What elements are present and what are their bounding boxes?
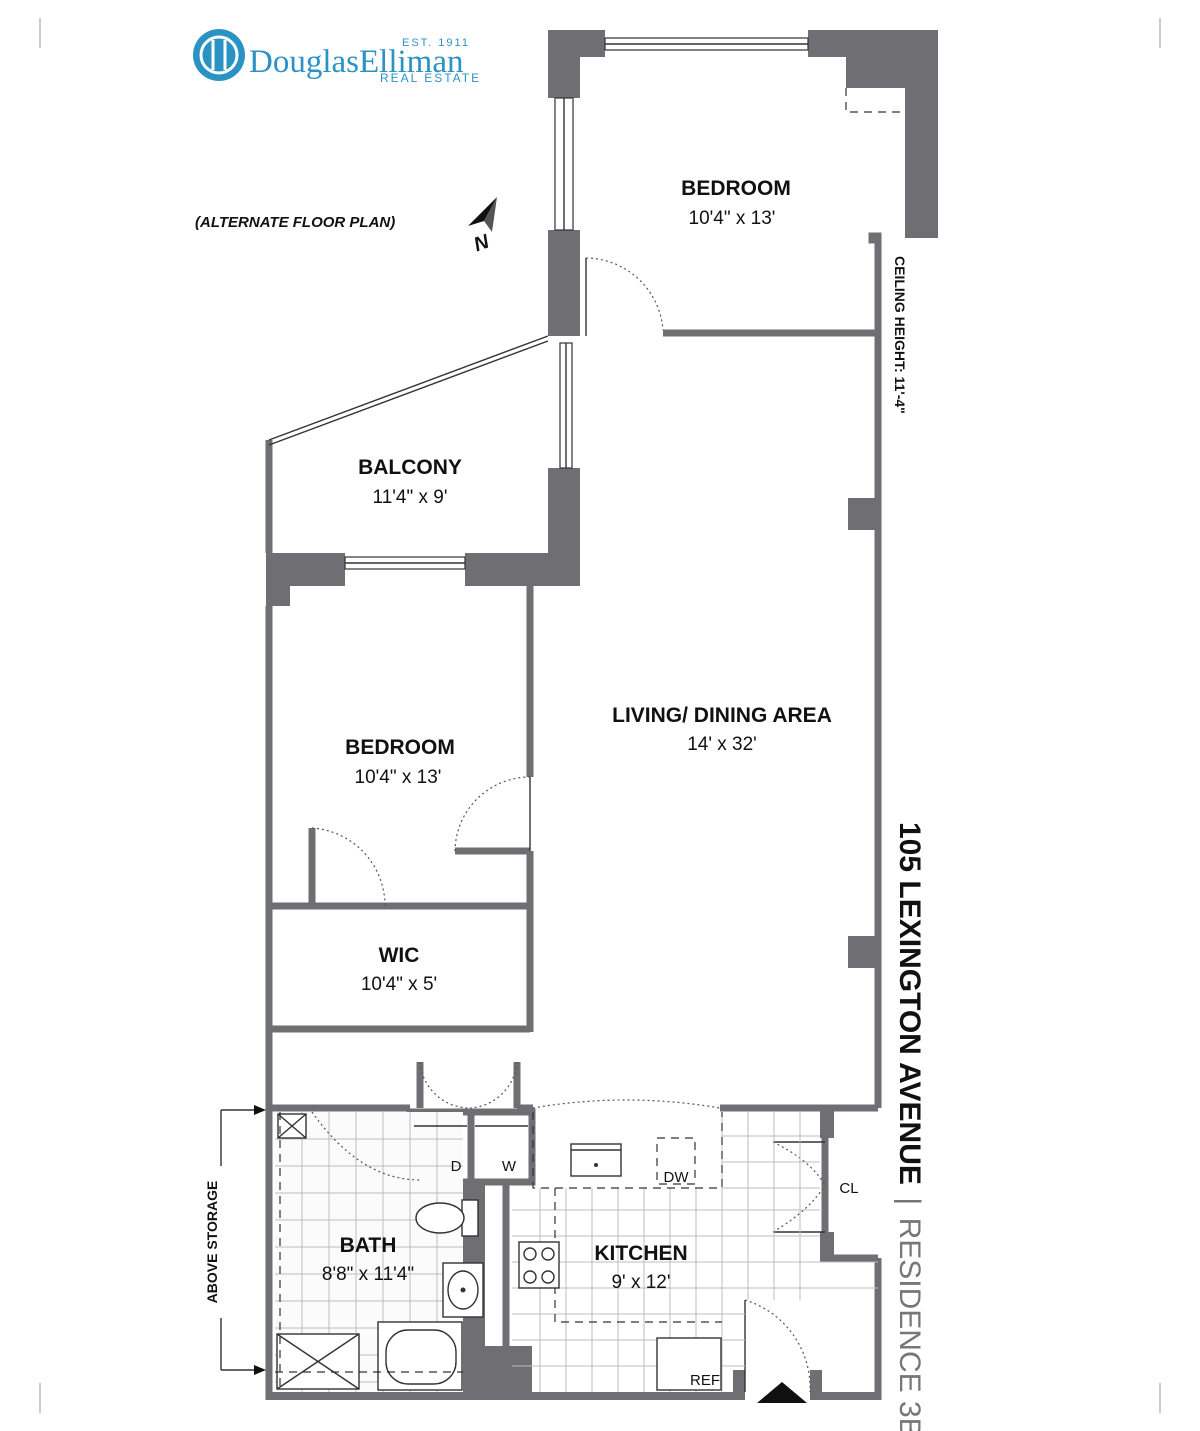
closet-label: CL	[839, 1180, 858, 1197]
kitchen-tile-grid	[512, 1112, 878, 1392]
brand-tagline: REAL ESTATE	[380, 71, 481, 85]
bath-dims: 8'8" x 11'4"	[322, 1264, 414, 1285]
bedroom-north-name: BEDROOM	[681, 177, 791, 200]
refrigerator-icon	[656, 1337, 722, 1391]
living-dining-dims: 14' x 32'	[687, 734, 757, 755]
address-separator: |	[893, 1197, 926, 1205]
wic-name: WIC	[379, 944, 420, 967]
brand-logo: DouglasElliman EST. 1911 REAL ESTATE	[193, 29, 481, 85]
alternate-plan-note: (ALTERNATE FLOOR PLAN)	[195, 214, 395, 231]
kitchen-dims: 9' x 12'	[611, 1272, 670, 1293]
balcony-railing	[268, 335, 549, 441]
bedroom-north-dims: 10'4" x 13'	[689, 208, 776, 229]
washer-label: W	[502, 1158, 517, 1175]
above-storage-label: ABOVE STORAGE	[204, 1181, 220, 1304]
dishwasher-label: DW	[664, 1169, 690, 1186]
north-arrow-icon: N	[468, 197, 497, 256]
refrigerator-label: REF	[690, 1372, 720, 1389]
north-label: N	[471, 231, 493, 257]
entry-arrow-icon	[757, 1382, 807, 1403]
crop-marks	[39, 18, 1161, 1413]
brand-name: DouglasElliman	[249, 44, 463, 80]
living-dining-name: LIVING/ DINING AREA	[612, 704, 832, 727]
bedroom-west-name: BEDROOM	[345, 736, 455, 759]
address-label: 105 LEXINGTON AVENUE	[893, 822, 926, 1185]
ceiling-height-label: CEILING HEIGHT: 11'-4"	[892, 256, 908, 414]
balcony-dims: 11'4" x 9'	[373, 487, 448, 508]
balcony-name: BALCONY	[358, 456, 462, 479]
windows	[344, 37, 809, 570]
brand-name-first: Douglas	[249, 44, 359, 80]
kitchen-sink-icon	[570, 1143, 622, 1177]
bedroom-closet-outline	[845, 88, 905, 113]
residence-label: RESIDENCE 3B	[893, 1218, 926, 1431]
storage-dimension	[220, 1105, 266, 1375]
brand-name-second: Elliman	[359, 44, 463, 80]
brand-established: EST. 1911	[402, 37, 470, 49]
kitchen-fixtures	[518, 1112, 723, 1391]
address-block: 105 LEXINGTON AVENUE | RESIDENCE 3B	[893, 822, 926, 1431]
kitchen-name: KITCHEN	[594, 1242, 687, 1265]
bath-fixtures	[275, 1111, 484, 1392]
wic-dims: 10'4" x 5'	[361, 974, 437, 995]
walls	[265, 30, 938, 1400]
bedroom-west-dims: 10'4" x 13'	[355, 767, 442, 788]
door-swings	[311, 257, 826, 1393]
dryer-label: D	[451, 1158, 462, 1175]
bath-name: BATH	[340, 1234, 397, 1257]
